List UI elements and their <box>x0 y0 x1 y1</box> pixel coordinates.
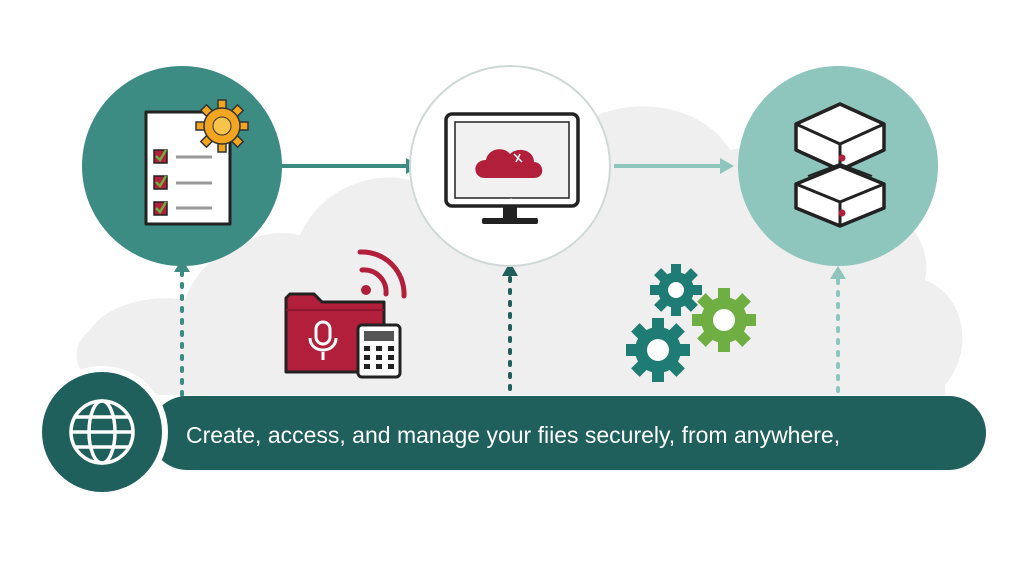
folder-microphone-icon <box>284 249 407 379</box>
wifi-signal-icon <box>357 249 407 299</box>
connector-left-to-center <box>282 158 420 174</box>
gear-teal-small-icon <box>650 264 702 316</box>
sun-gear-icon <box>195 99 249 153</box>
tagline-banner <box>150 396 986 470</box>
node-left <box>82 66 282 266</box>
dotted-arrow-center <box>502 262 518 398</box>
tagline-text: Create, access, and manage your fiies se… <box>186 422 841 448</box>
dotted-arrow-right <box>830 266 846 398</box>
microphone-icon <box>308 320 338 360</box>
gear-green-icon <box>692 288 756 352</box>
calculator-icon <box>356 323 402 379</box>
monitor-cloud-icon <box>444 112 580 224</box>
server-boxes-icon <box>794 102 886 228</box>
gear-teal-large-icon <box>626 318 690 382</box>
node-center <box>409 65 611 267</box>
node-right <box>738 66 938 266</box>
connector-center-to-right <box>614 158 734 174</box>
